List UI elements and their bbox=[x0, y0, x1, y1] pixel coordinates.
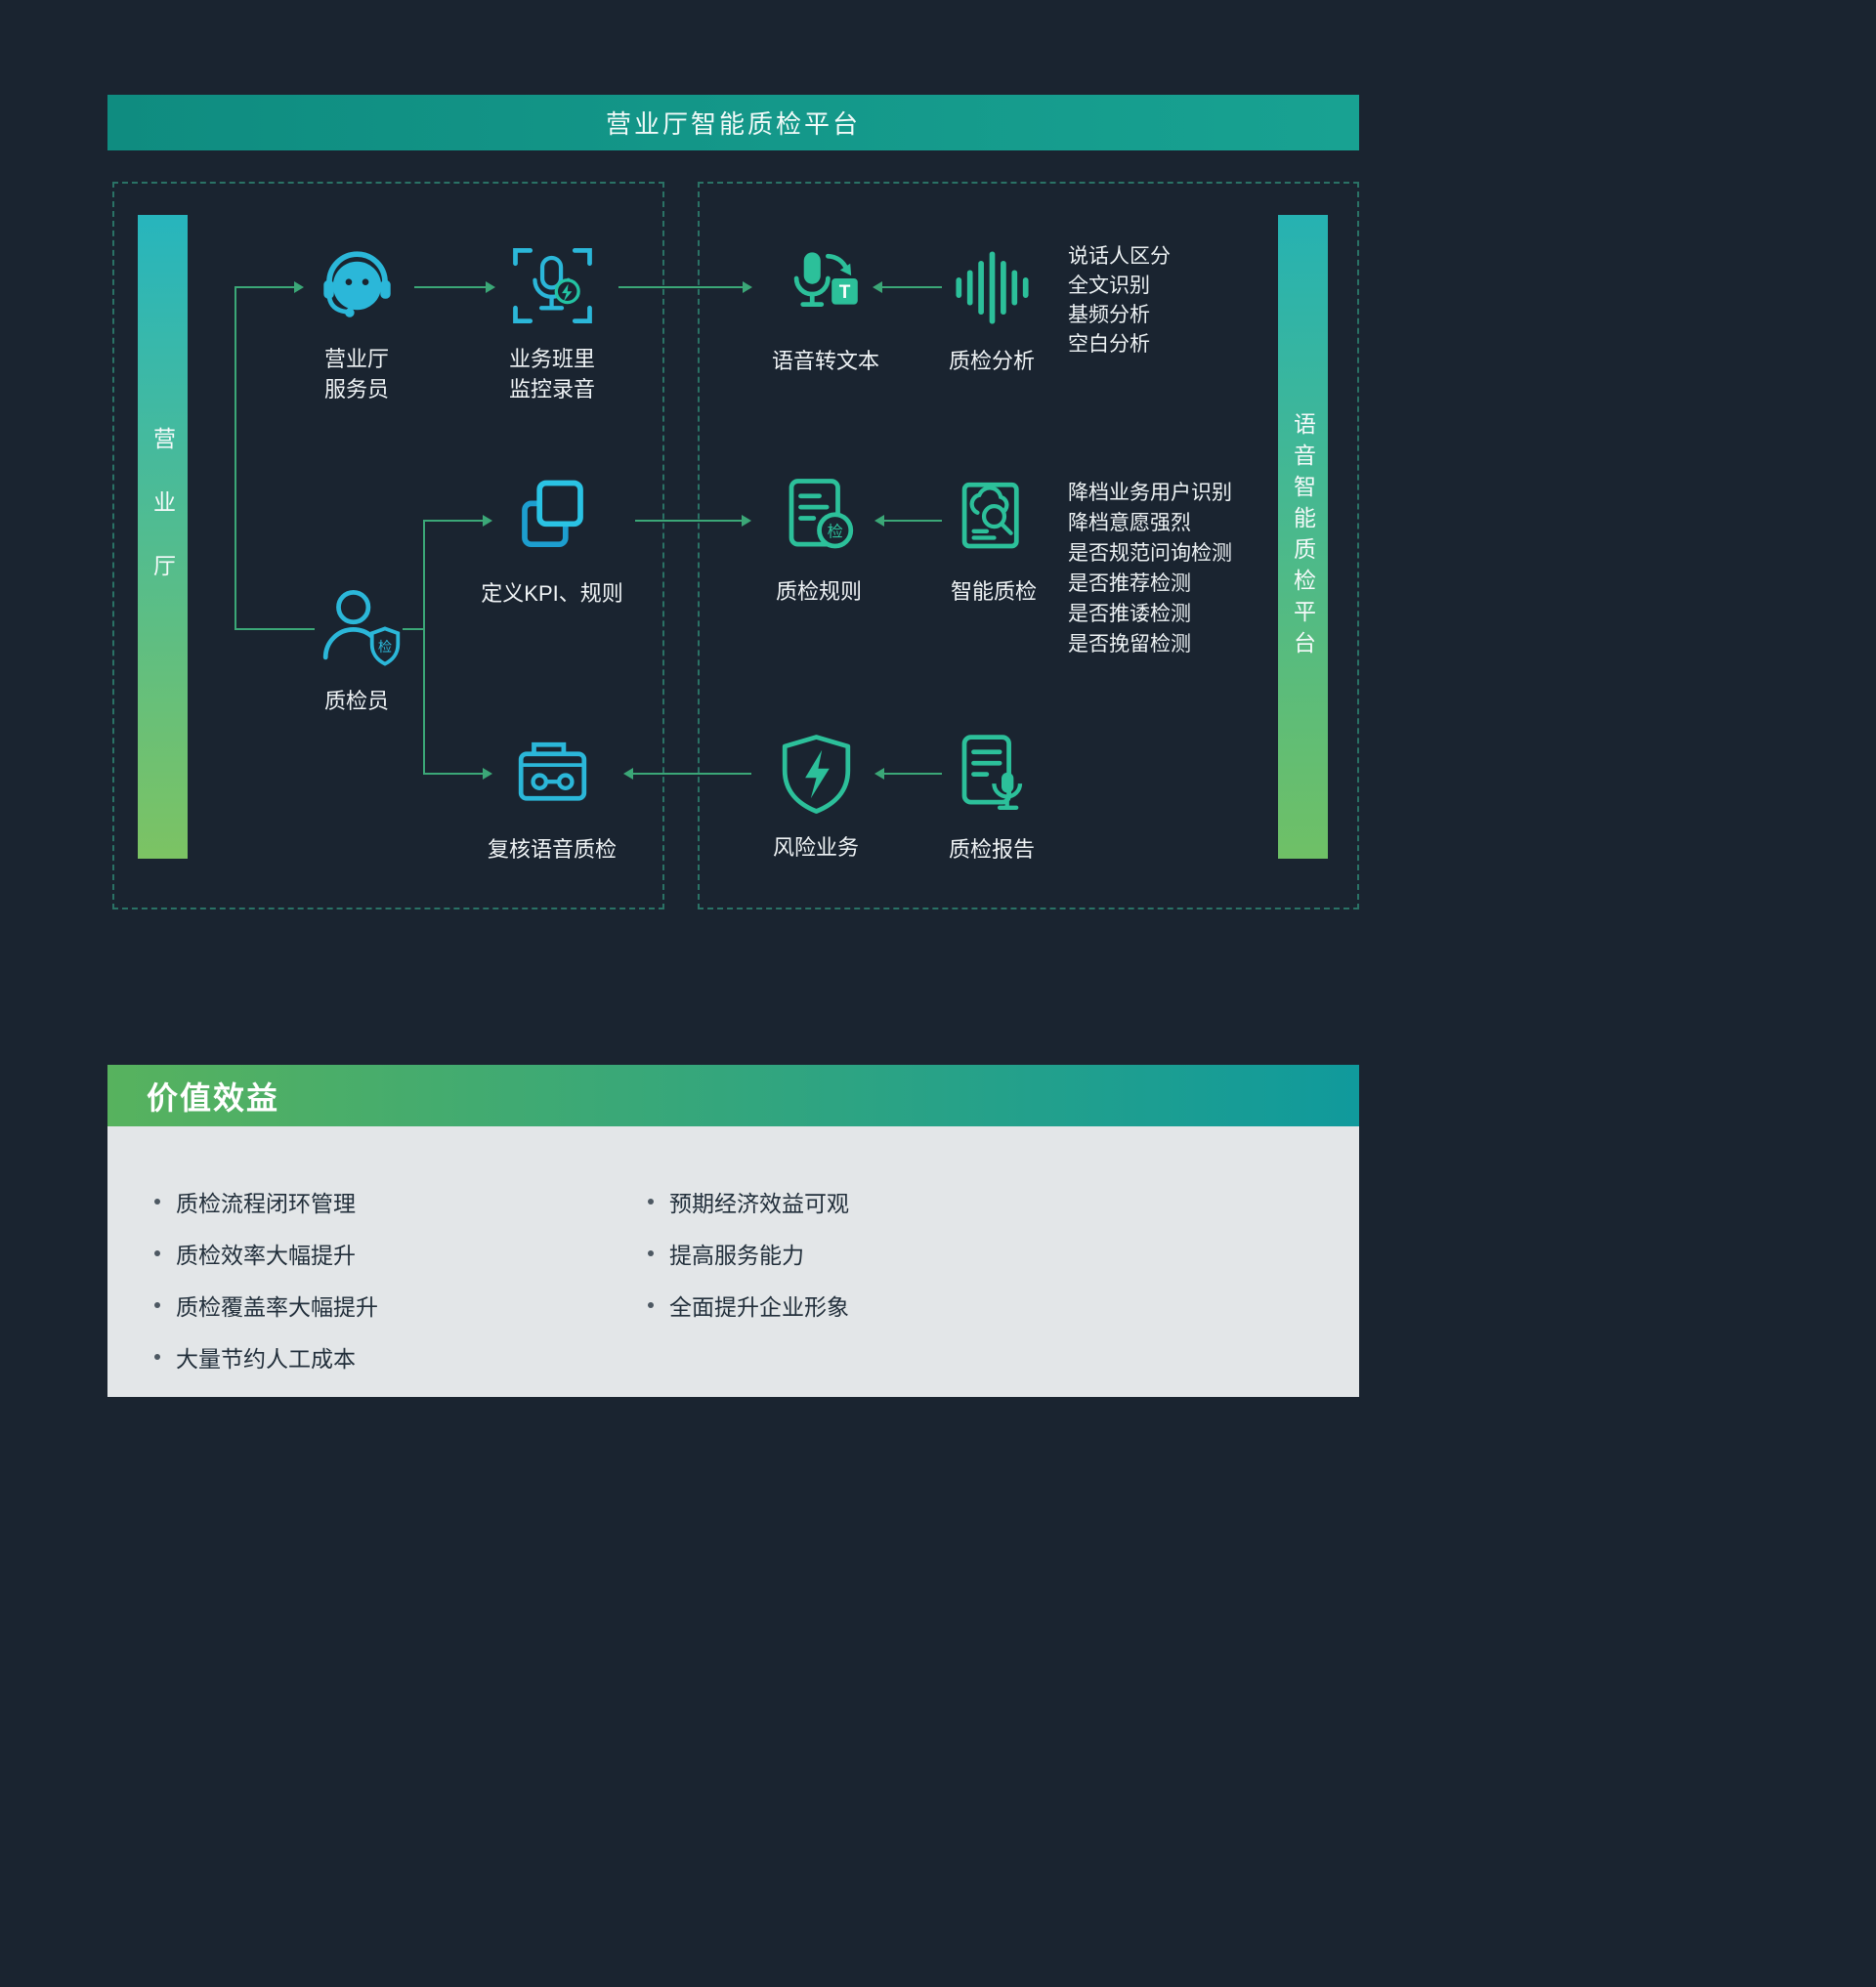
node-speech-to-text-label: 语音转文本 bbox=[771, 349, 879, 373]
business-hall-side-bar: 营业厅 bbox=[138, 215, 188, 859]
node-risk-label: 风险业务 bbox=[772, 835, 859, 860]
benefit-text: 质检覆盖率大幅提升 bbox=[176, 1294, 378, 1320]
business-hall-side-label: 营业厅 bbox=[149, 427, 176, 617]
benefit-text: 大量节约人工成本 bbox=[176, 1346, 356, 1372]
feature-item: 是否推诿检测 bbox=[1068, 603, 1191, 625]
mic-to-text-icon: T bbox=[780, 241, 873, 334]
node-monitor-label: 业务班里 监控录音 bbox=[508, 347, 595, 402]
node-qc-analysis-label: 质检分析 bbox=[948, 349, 1035, 373]
page-title: 营业厅智能质检平台 bbox=[605, 109, 861, 139]
arrow-kpi-to-rules bbox=[635, 515, 751, 527]
arrow-analysis-to-speech bbox=[873, 281, 942, 293]
benefits-title: 价值效益 bbox=[147, 1079, 280, 1116]
headset-agent-icon bbox=[311, 239, 404, 332]
benefit-text: 预期经济效益可观 bbox=[669, 1191, 849, 1216]
feature-item: 基频分析 bbox=[1068, 304, 1150, 326]
node-attendant-label: 营业厅 服务员 bbox=[323, 347, 389, 402]
benefits-column-left: 质检流程闭环管理 质检效率大幅提升 质检覆盖率大幅提升 大量节约人工成本 bbox=[154, 1185, 378, 1392]
bullet-dot bbox=[648, 1199, 654, 1205]
analysis-feature-list: 说话人区分 全文识别 基频分析 空白分析 bbox=[1068, 242, 1171, 359]
benefit-text: 质检流程闭环管理 bbox=[176, 1191, 356, 1216]
voice-qc-side-bar: 语音智能质检平台 bbox=[1278, 215, 1328, 859]
benefit-text: 提高服务能力 bbox=[669, 1243, 804, 1268]
inspector-shield-icon: 检 bbox=[311, 581, 404, 674]
risk-shield-bolt-icon bbox=[770, 728, 863, 821]
benefit-item: 全面提升企业形象 bbox=[648, 1289, 849, 1322]
node-inspector-label: 质检员 bbox=[323, 689, 389, 713]
arrow-elbow-to-attendant bbox=[234, 281, 304, 293]
arrow-attendant-to-monitor bbox=[414, 281, 495, 293]
arrow-smartqc-to-rules bbox=[874, 515, 942, 527]
arrow-elbow-to-review bbox=[423, 768, 492, 780]
node-qc-rules: 检 质检规则 bbox=[731, 472, 907, 607]
node-attendant: 营业厅 服务员 bbox=[269, 239, 445, 404]
benefit-item: 质检流程闭环管理 bbox=[154, 1185, 378, 1218]
feature-item: 是否挽留检测 bbox=[1068, 633, 1191, 655]
voice-qc-side-label: 语音智能质检平台 bbox=[1290, 411, 1316, 662]
bullet-dot bbox=[154, 1250, 160, 1256]
connector-inspector-right-stub bbox=[403, 628, 423, 630]
node-smart-qc: 智能质检 bbox=[906, 472, 1082, 607]
business-hall-region-box bbox=[112, 182, 664, 909]
node-monitor: 业务班里 监控录音 bbox=[464, 239, 640, 404]
node-report-label: 质检报告 bbox=[948, 837, 1035, 862]
doc-check-badge-icon: 检 bbox=[773, 472, 866, 565]
page-title-banner: 营业厅智能质检平台 bbox=[107, 95, 1359, 150]
feature-item: 降档业务用户识别 bbox=[1068, 482, 1232, 504]
cloud-search-icon bbox=[948, 472, 1041, 565]
voice-review-icon bbox=[506, 730, 599, 823]
smart-qc-feature-list: 降档业务用户识别 降档意愿强烈 是否规范问询检测 是否推荐检测 是否推诿检测 是… bbox=[1068, 478, 1232, 659]
arrow-elbow-to-kpi bbox=[423, 515, 492, 527]
arrow-risk-to-review bbox=[623, 768, 751, 780]
node-speech-to-text: T 语音转文本 bbox=[738, 241, 914, 376]
feature-item: 是否规范问询检测 bbox=[1068, 542, 1232, 565]
bullet-dot bbox=[154, 1199, 160, 1205]
connector-inspector-branch-vertical bbox=[423, 520, 425, 775]
benefit-item: 质检效率大幅提升 bbox=[154, 1237, 378, 1270]
bullet-dot bbox=[154, 1302, 160, 1308]
node-report: 质检报告 bbox=[904, 730, 1080, 865]
feature-item: 降档意愿强烈 bbox=[1068, 512, 1191, 534]
arrow-report-to-risk bbox=[874, 768, 942, 780]
benefit-text: 质检效率大幅提升 bbox=[176, 1243, 356, 1268]
report-mic-icon bbox=[946, 730, 1039, 823]
node-qc-analysis: 质检分析 bbox=[904, 241, 1080, 376]
benefit-item: 质检覆盖率大幅提升 bbox=[154, 1289, 378, 1322]
node-risk: 风险业务 bbox=[728, 728, 904, 863]
node-review-label: 复核语音质检 bbox=[487, 837, 617, 862]
connector-inspector-attendant-vertical bbox=[234, 287, 236, 630]
benefits-header: 价值效益 bbox=[107, 1065, 1359, 1126]
framed-mic-recording-icon bbox=[506, 239, 599, 332]
node-qc-rules-label: 质检规则 bbox=[775, 579, 862, 604]
benefits-body: 质检流程闭环管理 质检效率大幅提升 质检覆盖率大幅提升 大量节约人工成本 预期经… bbox=[107, 1126, 1359, 1397]
node-review: 复核语音质检 bbox=[435, 730, 669, 865]
bullet-dot bbox=[648, 1250, 654, 1256]
feature-item: 全文识别 bbox=[1068, 275, 1150, 297]
node-define-kpi-label: 定义KPI、规则 bbox=[481, 581, 623, 606]
waveform-icon bbox=[946, 241, 1039, 334]
benefit-item: 大量节约人工成本 bbox=[154, 1340, 378, 1374]
benefits-column-right: 预期经济效益可观 提高服务能力 全面提升企业形象 bbox=[648, 1185, 849, 1340]
t-badge-glyph: T bbox=[838, 282, 850, 303]
node-define-kpi: 定义KPI、规则 bbox=[435, 474, 669, 609]
node-smart-qc-label: 智能质检 bbox=[950, 579, 1037, 604]
benefit-text: 全面提升企业形象 bbox=[669, 1294, 849, 1320]
feature-item: 是否推荐检测 bbox=[1068, 572, 1191, 595]
arrow-monitor-to-speech bbox=[618, 281, 752, 293]
node-inspector: 检 质检员 bbox=[269, 581, 445, 716]
connector-inspector-left-stub bbox=[234, 628, 315, 630]
overlap-squares-icon bbox=[506, 474, 599, 567]
feature-item: 空白分析 bbox=[1068, 333, 1150, 356]
jian-badge-glyph: 检 bbox=[377, 639, 391, 655]
feature-item: 说话人区分 bbox=[1068, 245, 1171, 268]
benefit-item: 提高服务能力 bbox=[648, 1237, 849, 1270]
benefit-item: 预期经济效益可观 bbox=[648, 1185, 849, 1218]
bullet-dot bbox=[648, 1302, 654, 1308]
bullet-dot bbox=[154, 1354, 160, 1360]
voice-qc-platform-region-box bbox=[698, 182, 1359, 909]
jian-badge-glyph: 检 bbox=[827, 524, 842, 541]
